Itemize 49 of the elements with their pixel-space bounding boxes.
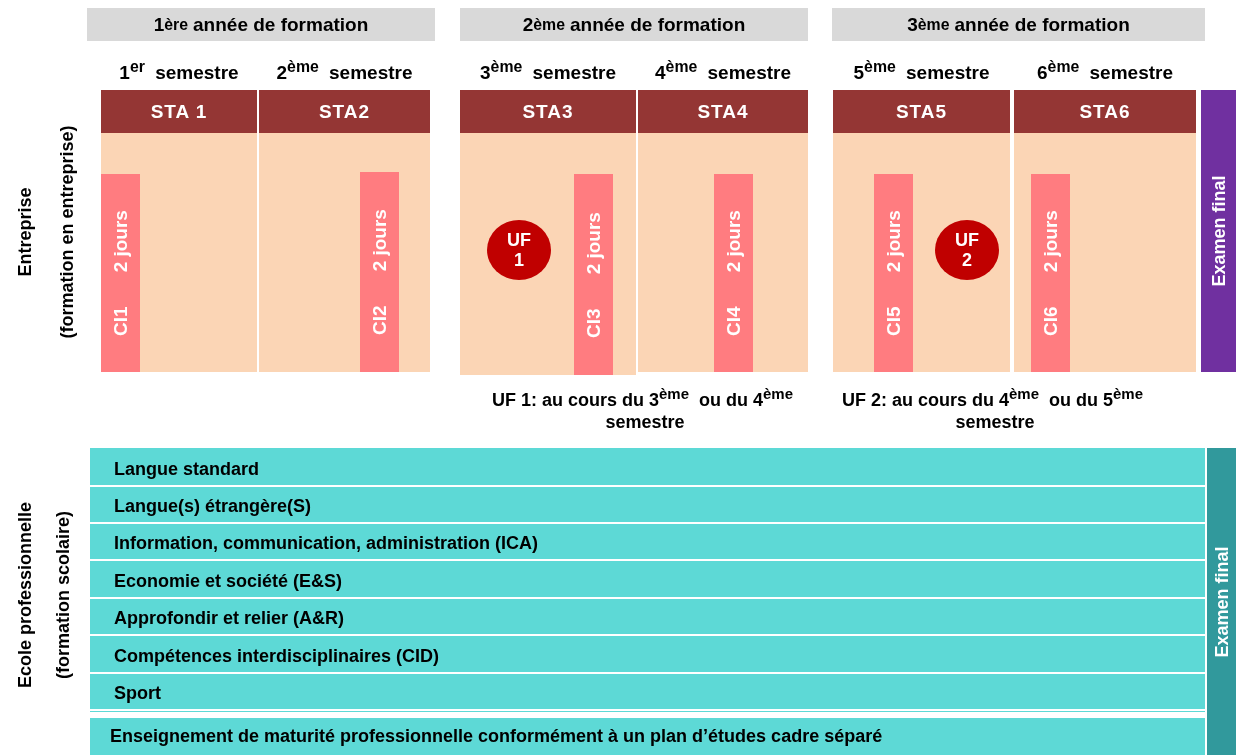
sta-bar: STA3 <box>460 90 636 133</box>
course-bar <box>574 174 613 375</box>
course-label: 2 jours <box>368 209 391 272</box>
sta-bar: STA2 <box>259 90 430 133</box>
subject-row: Information, communication, administration (ICA) <box>90 528 1205 561</box>
course-label: 2 jours <box>882 210 905 273</box>
course-label: CI6 <box>1039 306 1062 336</box>
course-label: CI3 <box>582 307 605 338</box>
sta-bar: STA5 <box>833 90 1010 133</box>
course-bar <box>874 174 913 372</box>
course-label: CI1 <box>109 306 132 336</box>
subject-row: Langue standard <box>90 454 1205 487</box>
sta-bar: STA4 <box>638 90 808 133</box>
semester-heading: 4$^{ème}$ semestre <box>654 58 792 85</box>
sta-bar: STA 1 <box>101 90 257 133</box>
semester-heading: 1$^{er}$ semestre <box>118 58 240 85</box>
note-text: UF 1: au cours du 3$^{ème}$ ou du 4$^{ème}$ semestre <box>490 384 795 433</box>
uf-circle: UF 2 <box>935 220 999 280</box>
course-bar <box>360 172 399 372</box>
course-bar <box>101 174 140 372</box>
course-label: CI5 <box>882 306 905 336</box>
course-bar <box>714 174 753 372</box>
side-label: Ecole professionnelle <box>14 501 36 689</box>
subject-row: Compétences interdisciplinaires (CID) <box>90 641 1205 674</box>
course-label: 2 jours <box>1039 210 1062 273</box>
exam-bar: Examen final <box>1207 448 1236 755</box>
school-panel <box>90 448 1205 712</box>
side-label: (formation en entreprise) <box>56 125 78 339</box>
semester-heading: 5$^{ème}$ semestre <box>852 58 991 85</box>
note-text: UF 2: au cours du 4$^{ème}$ ou du 5$^{ème}$ semestre <box>840 384 1145 433</box>
subject-row: Economie et société (E&S) <box>90 566 1205 599</box>
course-label: 2 jours <box>722 210 745 273</box>
side-label: Entreprise <box>14 187 36 277</box>
course-label: CI2 <box>368 305 391 335</box>
subject-row: Langue(s) étrangère(S) <box>90 491 1205 524</box>
subject-row: Approfondir et relier (A&R) <box>90 603 1205 636</box>
course-label: 2 jours <box>109 210 132 273</box>
sta-bar: STA6 <box>1014 90 1196 133</box>
exam-bar: Examen final <box>1201 90 1236 372</box>
course-label: CI4 <box>722 306 745 336</box>
uf-circle: UF 1 <box>487 220 551 280</box>
semester-heading: 6$^{ème}$ semestre <box>1036 58 1174 85</box>
semester-heading: 3$^{ème}$ semestre <box>479 58 617 85</box>
side-label: (formation scolaire) <box>52 511 74 679</box>
course-bar <box>1031 174 1070 372</box>
subject-row: Sport <box>90 678 1205 711</box>
semester-heading: 2$^{ème}$ semestre <box>275 58 414 85</box>
course-label: 2 jours <box>582 211 605 274</box>
maturity-band: Enseignement de maturité professionnelle conformément à un plan d’études cadre séparé <box>90 718 1205 755</box>
